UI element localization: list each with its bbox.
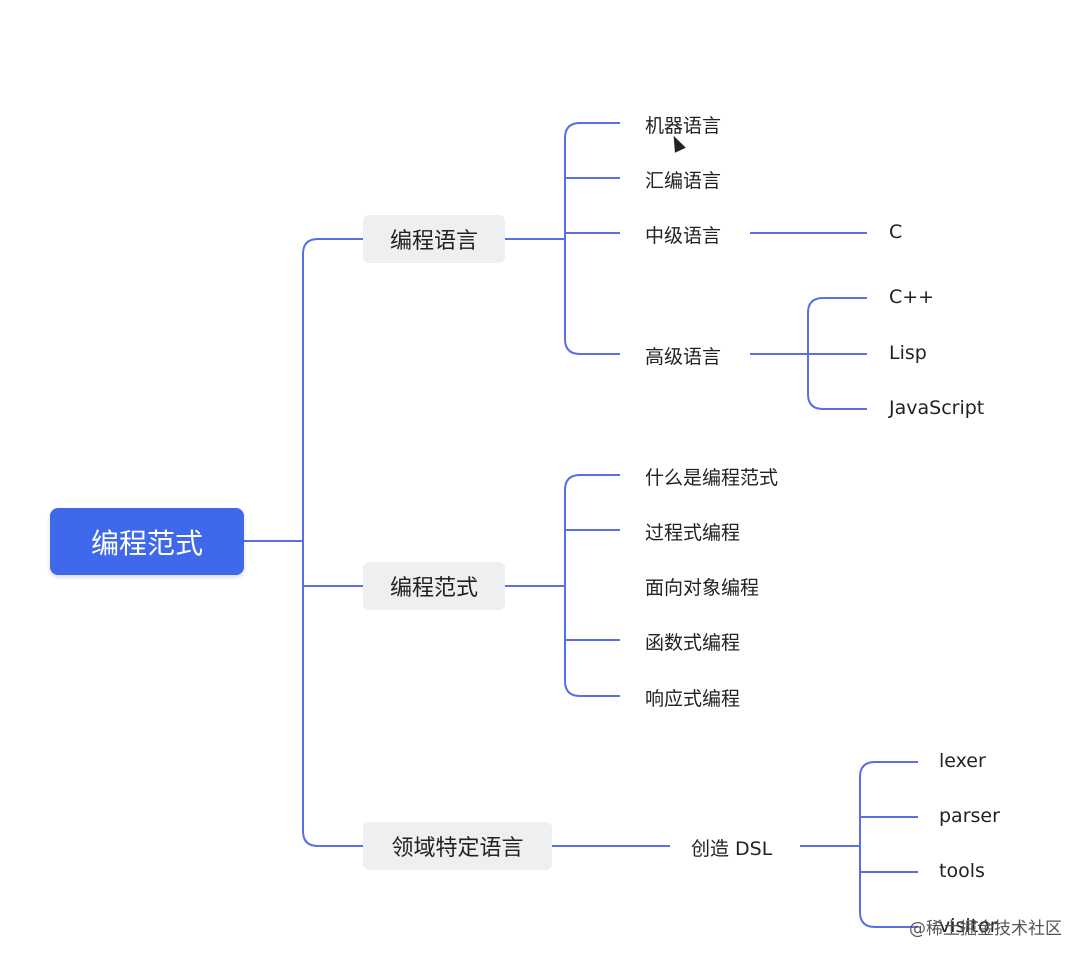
branch-domain-specific-language[interactable]: 领域特定语言 (363, 822, 552, 870)
leaf-javascript[interactable]: JavaScript (889, 397, 985, 419)
branch-programming-languages[interactable]: 编程语言 (363, 215, 505, 263)
leaf-high-level-language[interactable]: 高级语言 (645, 346, 722, 368)
leaf-visitor[interactable]: visitor (939, 915, 998, 937)
leaf-cpp[interactable]: C++ (889, 286, 935, 308)
leaf-lisp[interactable]: Lisp (889, 342, 927, 364)
leaf-tools[interactable]: tools (939, 860, 985, 882)
leaf-procedural[interactable]: 过程式编程 (645, 522, 741, 544)
leaf-reactive[interactable]: 响应式编程 (645, 688, 741, 710)
leaf-mid-level-language[interactable]: 中级语言 (645, 225, 722, 247)
leaf-machine-language[interactable]: 机器语言 (645, 115, 722, 137)
leaf-create-dsl[interactable]: 创造 DSL (691, 838, 773, 860)
leaf-what-is-paradigm[interactable]: 什么是编程范式 (645, 467, 779, 489)
watermark-text: @稀土掘金技术社区 (909, 919, 1062, 939)
leaf-oop[interactable]: 面向对象编程 (645, 577, 760, 599)
branch-programming-paradigms[interactable]: 编程范式 (363, 562, 505, 610)
root-node[interactable]: 编程范式 (50, 508, 244, 575)
leaf-assembly-language[interactable]: 汇编语言 (645, 170, 722, 192)
leaf-parser[interactable]: parser (939, 805, 1000, 827)
leaf-lexer[interactable]: lexer (939, 750, 986, 772)
leaf-functional[interactable]: 函数式编程 (645, 632, 741, 654)
leaf-c[interactable]: C (889, 221, 903, 243)
